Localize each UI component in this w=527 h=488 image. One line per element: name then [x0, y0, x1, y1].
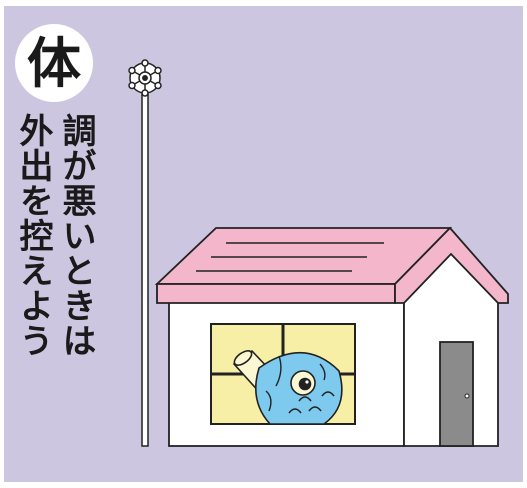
house [154, 226, 509, 447]
illustration-panel: 体 調が悪いときは 外出を控えよう [4, 6, 523, 482]
door [439, 341, 474, 447]
wheel-ornament-icon [128, 59, 162, 97]
badge-circle: 体 [15, 24, 93, 102]
koinobori-icon [232, 349, 343, 425]
flag-pole [141, 93, 149, 447]
caption-line-1: 調が悪いときは [56, 113, 96, 358]
house-scene [128, 59, 509, 447]
caption-line-2: 外出を控えよう [13, 113, 53, 358]
badge-character: 体 [27, 31, 81, 95]
